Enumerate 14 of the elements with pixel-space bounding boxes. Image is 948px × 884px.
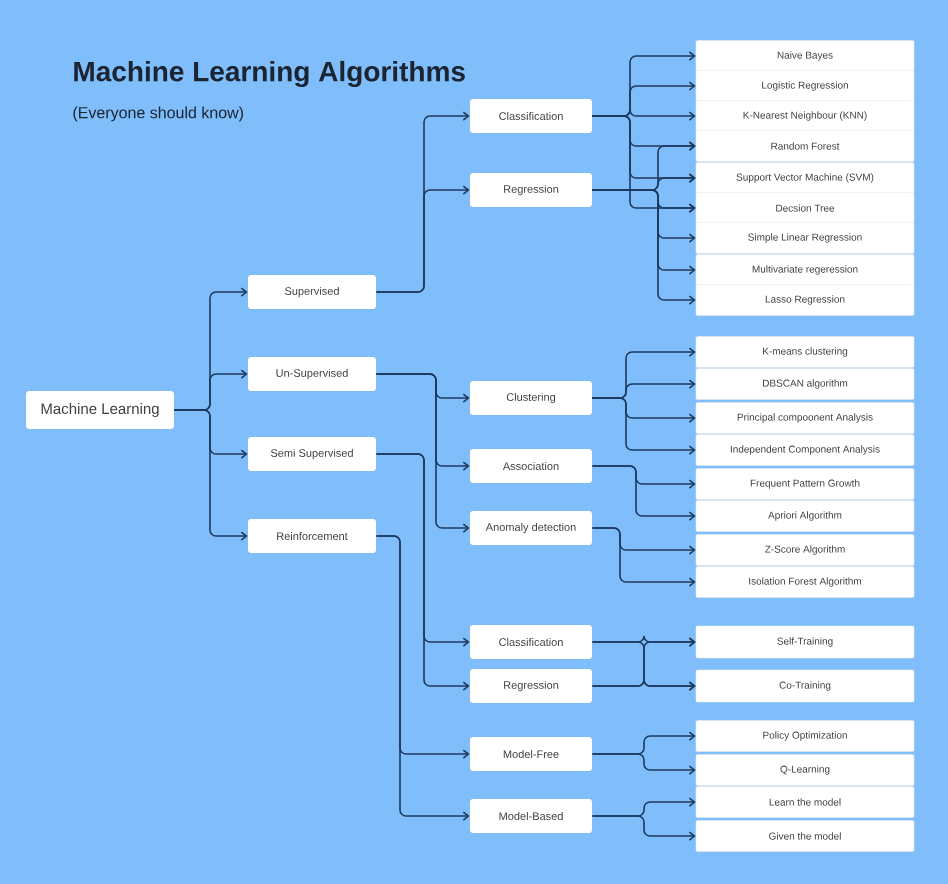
arrow	[591, 815, 696, 841]
arrow	[591, 753, 696, 775]
arrow	[375, 185, 470, 293]
arrow	[591, 189, 696, 305]
arrow	[173, 409, 248, 541]
arrow	[375, 535, 470, 821]
arrow	[591, 679, 696, 691]
arrow	[375, 373, 470, 533]
arrow	[591, 527, 696, 587]
arrow	[591, 397, 696, 455]
arrow	[375, 453, 470, 691]
title: Machine Learning Algorithms	[74, 60, 465, 88]
subtitle: (Everyone should know)	[73, 106, 243, 122]
arrow	[591, 465, 696, 521]
